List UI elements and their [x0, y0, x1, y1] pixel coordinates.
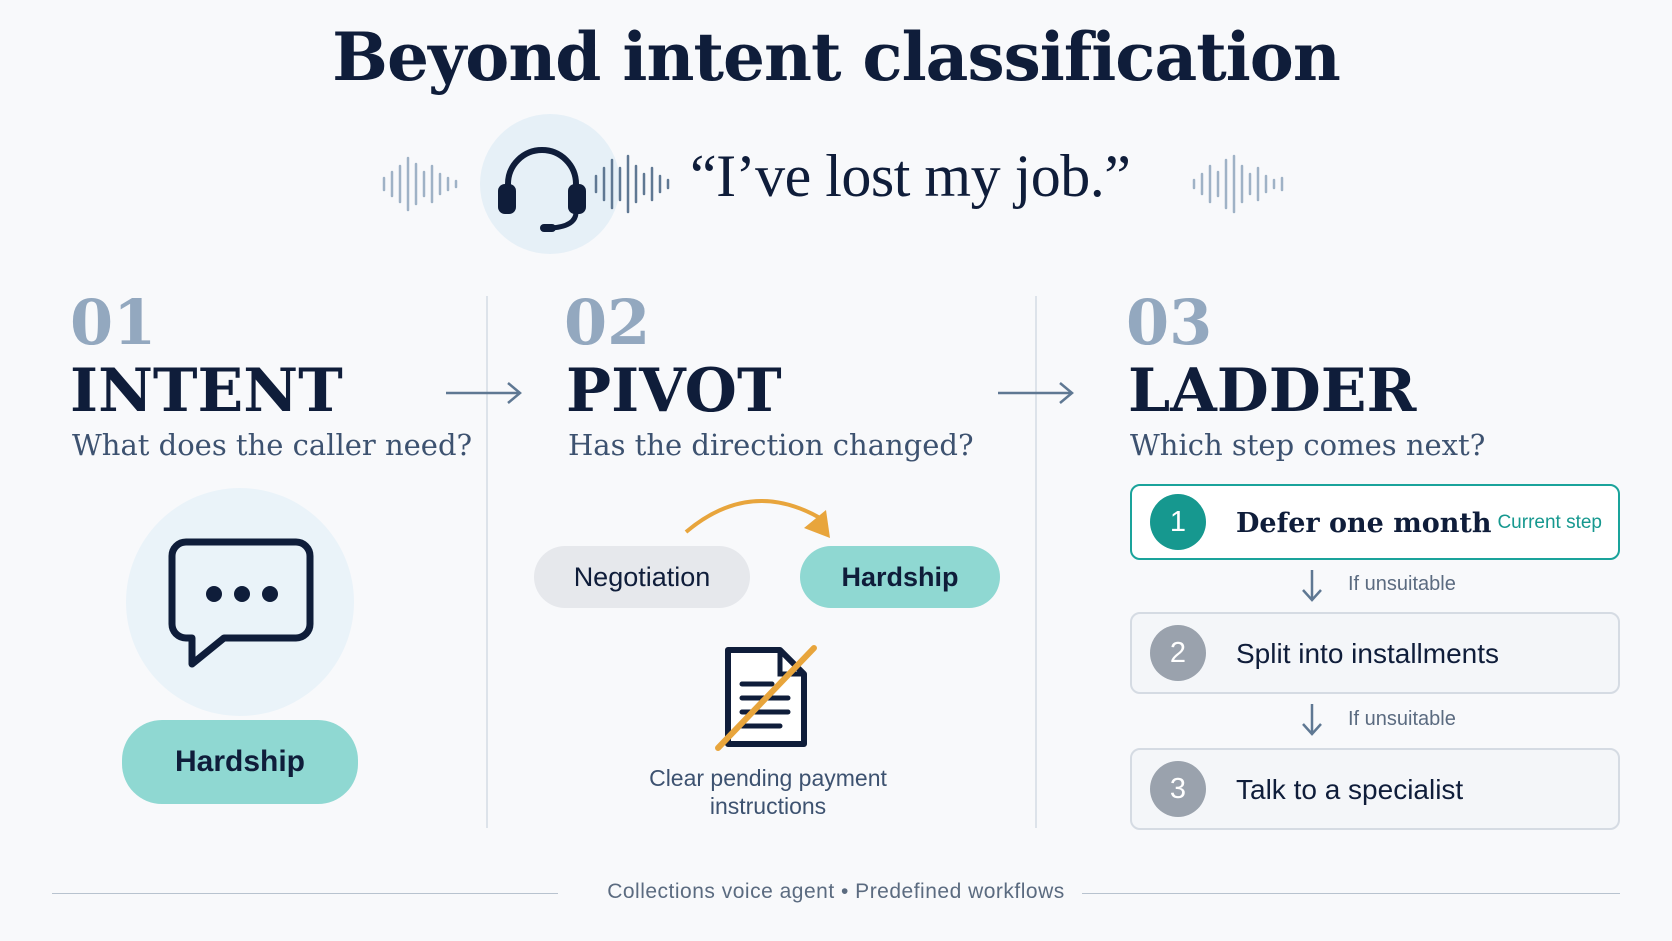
step-number: 02: [564, 286, 651, 359]
waveform-icon: [382, 156, 458, 212]
cleared-caption: Clear pending payment instructions: [649, 765, 887, 819]
pivot-from-pill: Negotiation: [534, 546, 750, 608]
footer-rule: [52, 893, 558, 894]
column-heading: LADDER: [1128, 356, 1417, 426]
page-title: Beyond intent classification: [332, 18, 1341, 96]
step-badge: 2: [1150, 625, 1206, 681]
column-question: What does the caller need?: [72, 428, 473, 462]
waveform-icon: [1192, 154, 1284, 214]
arrow-right-icon: [446, 382, 522, 404]
column-divider: [486, 296, 488, 828]
intent-icon-badge: [126, 488, 354, 716]
column-question: Has the direction changed?: [568, 428, 974, 462]
pivot-to-pill: Hardship: [800, 546, 1000, 608]
headset-icon: [498, 147, 586, 232]
column-question: Which step comes next?: [1130, 428, 1486, 462]
column-heading: INTENT: [70, 356, 343, 426]
step-number: 01: [70, 286, 157, 359]
footer-caption: Collections voice agent • Predefined wor…: [607, 880, 1065, 903]
footer-rule: [1082, 893, 1620, 894]
column-heading: PIVOT: [566, 356, 782, 426]
caller-quote: “I’ve lost my job.”: [690, 143, 1131, 209]
step-label: Split into installments: [1236, 638, 1500, 669]
step-number: 03: [1126, 286, 1213, 359]
fallback-condition: If unsuitable: [1348, 573, 1456, 595]
document-icon: [715, 645, 817, 751]
step-label: Defer one month: [1236, 508, 1492, 539]
arrow-right-icon: [998, 382, 1074, 404]
step-badge: 1: [1150, 494, 1206, 550]
step-label: Talk to a specialist: [1236, 774, 1464, 805]
column-divider: [1035, 296, 1037, 828]
ladder-step: 2 Split into installments: [1130, 612, 1620, 694]
ladder-step: 3 Talk to a specialist: [1130, 748, 1620, 830]
fallback-condition: If unsuitable: [1348, 708, 1456, 730]
intent-label-pill: Hardship: [122, 720, 358, 804]
step-badge: 3: [1150, 761, 1206, 817]
pivot-arrow-icon: [684, 499, 830, 538]
ladder-step-current: 1 Defer one month Current step: [1130, 484, 1620, 560]
arrow-down-icon: [1302, 704, 1322, 736]
current-step-tag: Current step: [1497, 512, 1602, 533]
arrow-down-icon: [1302, 570, 1322, 602]
waveform-icon: [594, 154, 670, 214]
chat-bubble-icon: [168, 538, 314, 668]
